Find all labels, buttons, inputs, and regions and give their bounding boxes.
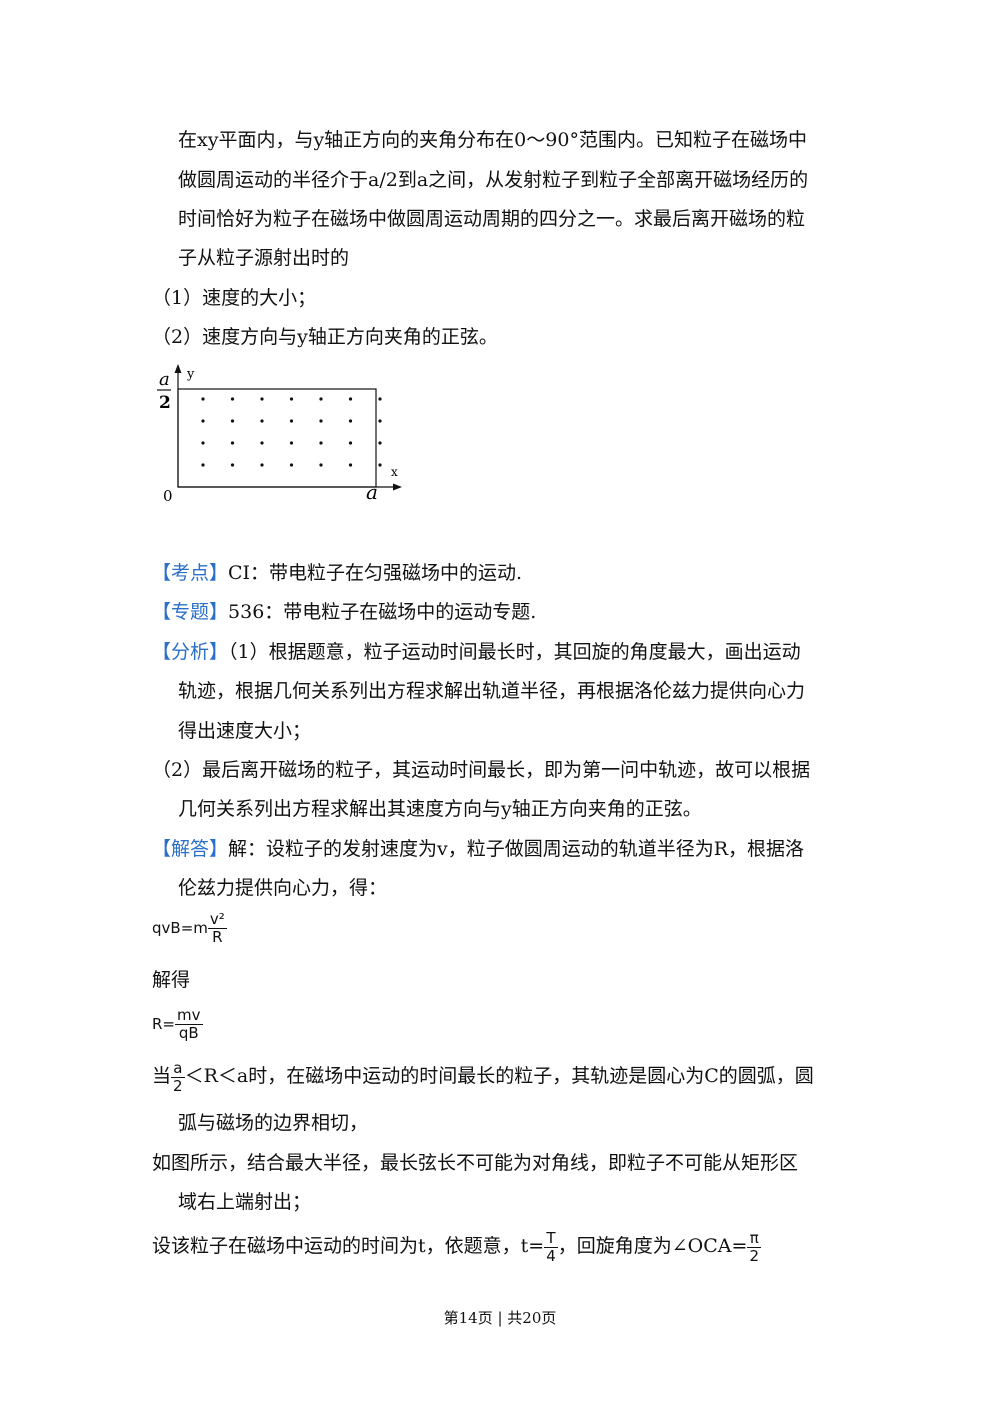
jieda-line-4: 弧与磁场的边界相切， [178, 1112, 369, 1134]
x-axis-arrow-icon [393, 483, 402, 491]
field-dot [230, 419, 235, 423]
l7-numerator-angle: π [747, 1229, 761, 1248]
zhuanti-line: 【专题】536：带电粒子在磁场中的运动专题. [152, 599, 536, 625]
jieda-tag: 【解答】 [152, 838, 229, 860]
zhuanti-text: 536：带电粒子在磁场中的运动专题. [228, 601, 537, 623]
eq2-lhs: R= [152, 1015, 175, 1033]
x-end-label: a [366, 480, 378, 504]
y-axis-label: y [186, 367, 195, 382]
field-dot [289, 463, 294, 467]
jiede-line: 解得 [152, 969, 191, 991]
field-dot [201, 441, 205, 445]
fenxi-line-4: （2）最后离开磁场的粒子，其运动时间最长，即为第一问中轨迹，故可以根据 [152, 759, 811, 781]
field-dot [260, 397, 264, 401]
zhuanti-tag: 【专题】 [152, 601, 229, 623]
l7-pre: 设该粒子在磁场中运动的时间为t，依题意，t= [152, 1235, 545, 1257]
problem-line-1: 在xy平面内，与y轴正方向的夹角分布在0～90°范围内。已知粒子在磁场中 [178, 129, 807, 151]
problem-line-2: 做圆周运动的半径介于a/2到a之间，从发射粒子到粒子全部离开磁场经历的 [178, 169, 809, 191]
field-dot [319, 397, 323, 401]
jieda-line-2: 伦兹力提供向心力，得： [178, 877, 388, 899]
jieda-line-5: 如图所示，结合最大半径，最长弦长不可能为对角线，即粒子不可能从矩形区 [152, 1152, 799, 1174]
field-dot [230, 441, 235, 445]
magnetic-field-figure: y x 0 a a 2 [157, 364, 402, 505]
eq1-numerator: v² [207, 910, 227, 929]
field-dot [378, 397, 382, 401]
field-dot [319, 419, 323, 423]
field-dot [348, 397, 353, 401]
fenxi-line-2: 轨迹，根据几何关系列出方程求解出轨道半径，再根据洛伦兹力提供向心力 [178, 680, 806, 702]
field-dot [260, 463, 264, 467]
jieda-line-1: 【解答】解：设粒子的发射速度为v，粒子做圆周运动的轨道半径为R，根据洛 [152, 836, 804, 862]
kaodian-line: 【考点】CI：带电粒子在匀强磁场中的运动. [152, 560, 522, 586]
field-dot [319, 441, 323, 445]
field-dot [348, 441, 353, 445]
eq1-denominator: R [212, 928, 223, 946]
field-dot [260, 419, 264, 423]
y-axis-arrow-icon [174, 364, 182, 373]
field-dot [201, 419, 205, 423]
field-dot [289, 441, 294, 445]
l7-numerator-t: T [544, 1229, 558, 1248]
y-top-numerator: a [159, 369, 170, 390]
fenxi-line-3: 得出速度大小； [178, 720, 312, 742]
l7-denominator-t: 4 [546, 1246, 556, 1265]
field-dot [378, 463, 382, 467]
field-dot [348, 419, 353, 423]
l3-pre: 当 [152, 1065, 172, 1087]
eq2-denominator: qB [178, 1024, 199, 1042]
field-dot [201, 397, 205, 401]
field-dot [260, 441, 264, 445]
field-dot [348, 463, 353, 467]
kaodian-tag: 【考点】 [152, 562, 229, 584]
fenxi-line-1: 【分析】（1）根据题意，粒子运动时间最长时，其回旋的角度最大，画出运动 [152, 639, 801, 665]
l7-mid: ，回旋角度为∠OCA= [557, 1235, 748, 1257]
jieda-line-6: 域右上端射出； [178, 1191, 312, 1213]
field-dot [230, 463, 235, 467]
problem-line-4: 子从粒子源射出时的 [178, 247, 350, 269]
jieda-text-1: 解：设粒子的发射速度为v，粒子做圆周运动的轨道半径为R，根据洛 [228, 838, 805, 860]
eq1-lhs: qvB=m [152, 919, 208, 937]
y-top-denominator: 2 [159, 393, 171, 413]
x-axis-label: x [391, 465, 398, 479]
kaodian-text: CI：带电粒子在匀强磁场中的运动. [228, 562, 523, 584]
l7-denominator-angle: 2 [749, 1246, 759, 1265]
l3-denominator: 2 [173, 1076, 183, 1095]
field-dot [289, 419, 294, 423]
field-dot [289, 397, 294, 401]
fenxi-tag: 【分析】 [152, 641, 229, 663]
field-dot [201, 463, 205, 467]
l3-numerator: a [171, 1059, 185, 1078]
problem-line-3: 时间恰好为粒子在磁场中做圆周运动周期的四分之一。求最后离开磁场的粒 [178, 208, 806, 230]
question-1: （1）速度的大小； [152, 287, 317, 309]
fenxi-text-1: （1）根据题意，粒子运动时间最长时，其回旋的角度最大，画出运动 [228, 641, 801, 663]
field-rectangle [177, 388, 377, 488]
fenxi-line-5: 几何关系列出方程求解出其速度方向与y轴正方向夹角的正弦。 [178, 798, 702, 820]
field-dot [378, 419, 382, 423]
origin-label: 0 [163, 487, 173, 505]
page-footer: 第14页 | 共20页 [443, 1309, 557, 1327]
field-dots [201, 397, 382, 467]
field-dot [319, 463, 323, 467]
field-dot [378, 441, 382, 445]
eq2-numerator: mv [175, 1006, 203, 1025]
field-dot [230, 397, 235, 401]
l3-post: ＜R＜a时，在磁场中运动的时间最长的粒子，其轨迹是圆心为C的圆弧，圆 [184, 1065, 814, 1087]
question-2: （2）速度方向与y轴正方向夹角的正弦。 [152, 326, 498, 348]
